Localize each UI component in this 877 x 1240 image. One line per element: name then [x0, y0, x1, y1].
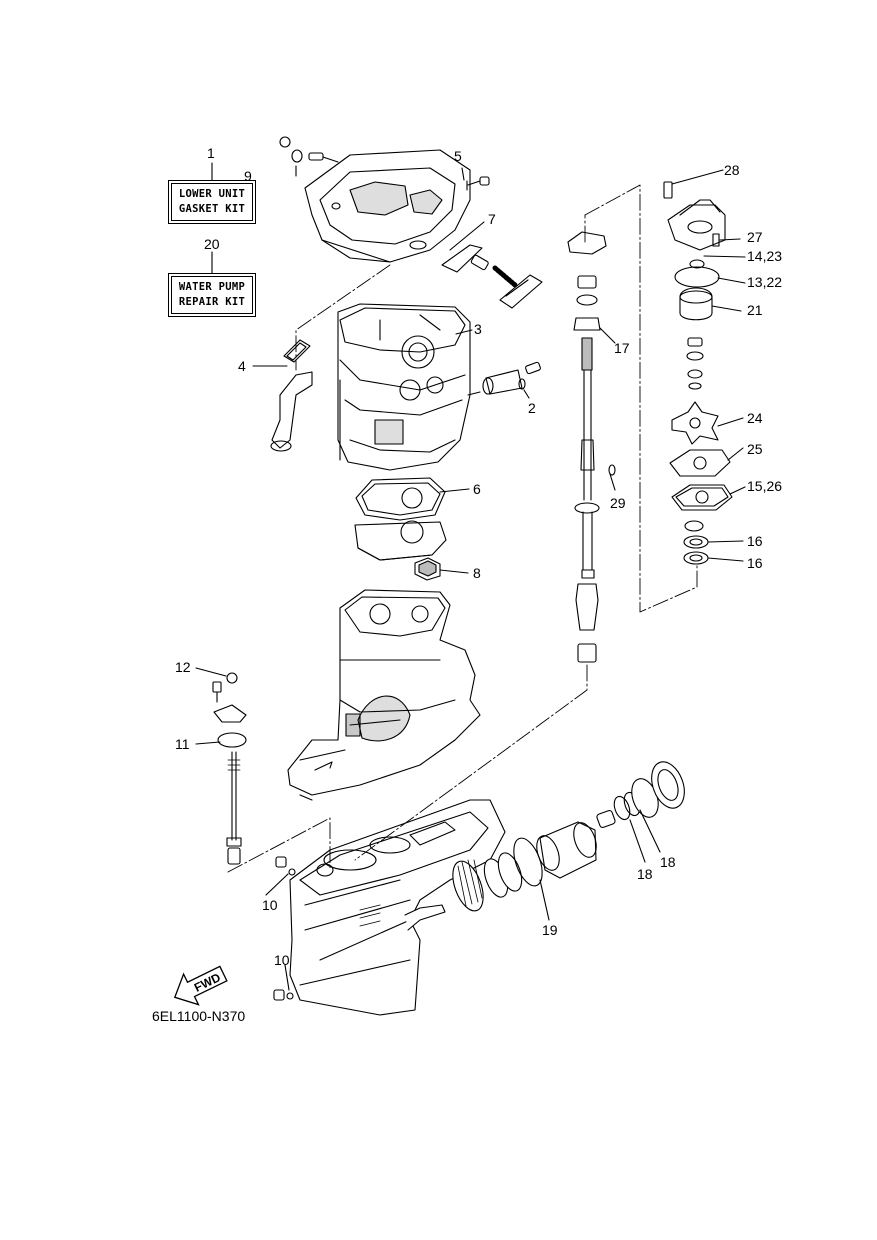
callout-14-23: 14,23 — [747, 248, 782, 264]
callout-29: 29 — [610, 495, 626, 511]
callout-6: 6 — [473, 481, 481, 497]
water-pump-repair-kit-box: WATER PUMP REPAIR KIT — [168, 273, 256, 317]
lower-unit-kit-line2: GASKET KIT — [178, 203, 246, 215]
pinion-gear-part — [452, 859, 484, 912]
callout-7: 7 — [488, 211, 496, 227]
water-tube-4-part — [270, 339, 313, 452]
callout-5: 5 — [454, 148, 462, 164]
callout-3: 3 — [474, 321, 482, 337]
seal-8-part — [414, 557, 441, 581]
anode-7-part — [441, 244, 543, 309]
water-pump-kit-line2: REPAIR KIT — [178, 296, 246, 308]
screw-9-part — [279, 136, 339, 163]
gasket-6-part — [354, 477, 447, 561]
lower-casing-part — [287, 589, 481, 801]
callout-24: 24 — [747, 410, 763, 426]
seal-18-part — [596, 761, 685, 829]
water-pump-kit-line1: WATER PUMP — [178, 281, 246, 293]
callout-15-26: 15,26 — [747, 478, 782, 494]
callout-4: 4 — [238, 358, 246, 374]
diagram-code: 6EL1100-N370 — [152, 1008, 246, 1024]
callout-21: 21 — [747, 302, 763, 318]
shift-rod-part — [212, 672, 247, 865]
callout-9: 9 — [244, 168, 252, 184]
callout-8: 8 — [473, 565, 481, 581]
callout-19: 19 — [542, 922, 558, 938]
gasket-15-part — [671, 484, 733, 511]
drive-shaft-part — [567, 231, 616, 663]
callout-10a: 10 — [262, 897, 278, 913]
callout-18a: 18 — [637, 866, 653, 882]
callout-11: 11 — [175, 736, 190, 752]
gear-case-part — [289, 799, 506, 1016]
callout-18b: 18 — [660, 854, 676, 870]
callout-28: 28 — [724, 162, 740, 178]
bearing-19-part — [483, 821, 597, 898]
screw-10-part — [273, 856, 296, 1001]
fwd-arrow-icon: FWD — [173, 965, 228, 1006]
callout-12: 12 — [175, 659, 191, 675]
lower-unit-kit-line1: LOWER UNIT — [178, 188, 246, 200]
lower-unit-gasket-kit-box: LOWER UNIT GASKET KIT — [168, 180, 256, 224]
callout-13-22: 13,22 — [747, 274, 782, 290]
seal-16-part — [683, 520, 709, 565]
kit-number-20: 20 — [204, 236, 220, 252]
bolt-5-part — [466, 176, 490, 191]
callout-25: 25 — [747, 441, 763, 457]
callout-27: 27 — [747, 229, 763, 245]
plate-25-part — [669, 449, 731, 477]
impeller-24-part — [671, 401, 719, 445]
callout-17: 17 — [614, 340, 630, 356]
callout-2: 2 — [528, 400, 536, 416]
kit-number-1: 1 — [207, 145, 215, 161]
upper-casing-part — [304, 149, 471, 263]
water-pump-housing-part — [663, 181, 726, 390]
callout-10b: 10 — [274, 952, 290, 968]
callout-16a: 16 — [747, 533, 763, 549]
grommet-2-part — [467, 361, 541, 396]
callout-16b: 16 — [747, 555, 763, 571]
gearcase-upper-part — [337, 303, 471, 471]
